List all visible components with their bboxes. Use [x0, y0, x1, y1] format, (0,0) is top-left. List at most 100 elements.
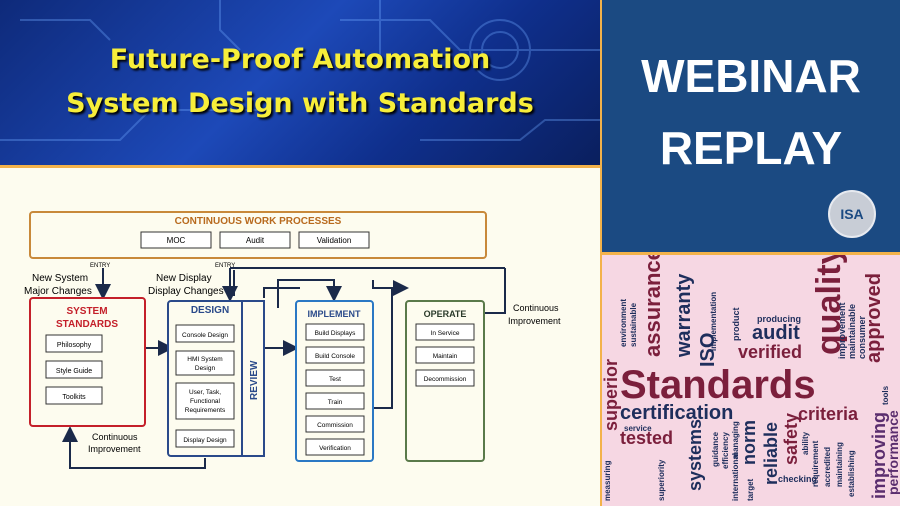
maintain-label: Maintain — [433, 353, 458, 360]
word-norm: norm — [739, 420, 759, 465]
work-processes-title: CONTINUOUS WORK PROCESSES — [175, 216, 342, 227]
word-superior: superior — [602, 358, 621, 431]
decommission-label: Decommission — [424, 376, 467, 383]
verification-label: Verification — [319, 445, 351, 452]
decommission-box — [415, 369, 475, 387]
entry-label-2: ENTRY — [215, 263, 235, 269]
webinar-replay-panel: WEBINAR REPLAY ISA — [602, 0, 900, 252]
commission-label: Commission — [317, 422, 353, 429]
style-guide-label: Style Guide — [56, 368, 92, 375]
requirements-label-1: User, Task, — [189, 389, 221, 396]
right-note-1: Continuous — [513, 303, 559, 313]
hmi-design-label-1: HMI System — [187, 356, 222, 363]
title-line-2: System Design with Standards — [66, 88, 534, 119]
implement-items: Build Displays Build Console Test Train … — [305, 323, 365, 456]
word-criteria: criteria — [798, 404, 859, 424]
system-standards-title-1: SYSTEM — [66, 306, 107, 317]
word-tested: tested — [620, 428, 674, 448]
left-note-2: Major Changes — [24, 286, 92, 297]
entry-label-1: ENTRY — [90, 263, 110, 269]
word-producing: producing — [757, 314, 801, 324]
word-improvement: improvement — [837, 302, 847, 359]
word-sustainable: sustainable — [629, 302, 638, 347]
isa-logo: ISA — [828, 190, 876, 238]
word-superiority: superiority — [657, 459, 666, 501]
word-target: target — [746, 478, 755, 501]
moc-box — [140, 231, 212, 249]
circuit-background — [0, 0, 600, 141]
webinar-title: Future-Proof Automation System Design wi… — [0, 38, 600, 126]
word-accredited: accredited — [823, 446, 832, 487]
operate-title: OPERATE — [424, 309, 467, 319]
word-performance: performance — [885, 410, 900, 495]
word-warranty: warranty — [673, 273, 695, 357]
test-label: Test — [329, 376, 341, 383]
requirements-box — [175, 382, 235, 420]
word-systems: systems — [685, 418, 705, 491]
right-note-2: Improvement — [508, 316, 561, 326]
bottom-note-2: Improvement — [88, 444, 141, 454]
left-note-1: New System — [32, 273, 88, 284]
lifecycle-diagram: CONTINUOUS WORK PROCESSES MOC Audit Vali… — [0, 168, 600, 506]
word-service: service — [624, 424, 652, 433]
standards-word-cloud: Standards quality assurance certificatio… — [602, 255, 900, 506]
word-audit: audit — [752, 322, 800, 344]
design-title: DESIGN — [191, 305, 229, 316]
implement-title: IMPLEMENT — [308, 309, 362, 319]
word-guidance: guidance — [711, 431, 720, 467]
mid-note-1: New Display — [156, 273, 212, 284]
word-certification: certification — [620, 402, 734, 424]
word-product: product — [731, 307, 741, 342]
hmi-design-box — [175, 350, 235, 376]
build-console-label: Build Console — [315, 353, 355, 360]
banner-line-1: WEBINAR — [641, 50, 861, 102]
word-measuring: measuring — [603, 460, 612, 501]
philosophy-box — [45, 334, 103, 353]
toolkits-box — [45, 386, 103, 405]
validation-label: Validation — [317, 236, 352, 245]
word-establishing: establishing — [847, 450, 856, 497]
display-design-label: Display Design — [183, 437, 227, 444]
word-consumer: consumer — [857, 315, 867, 359]
in-service-box — [415, 323, 475, 341]
word-checking: checking — [778, 474, 818, 484]
word-tools: tools — [881, 385, 890, 405]
word-maintaining: maintaining — [835, 442, 844, 487]
toolkits-label: Toolkits — [62, 394, 86, 401]
audit-box — [219, 231, 291, 249]
display-design-box — [175, 429, 235, 448]
word-ability: ability — [801, 431, 810, 455]
hmi-design-label-2: Design — [195, 365, 216, 372]
build-displays-label: Build Displays — [315, 330, 357, 337]
word-environment: environment — [619, 298, 628, 347]
system-standards-title-2: STANDARDS — [56, 319, 118, 330]
maintain-box — [415, 346, 475, 364]
lifecycle-diagram-svg: CONTINUOUS WORK PROCESSES MOC Audit Vali… — [24, 211, 561, 469]
console-design-label: Console Design — [182, 332, 228, 339]
moc-label: MOC — [167, 236, 186, 245]
word-assurance: assurance — [640, 255, 665, 357]
word-safety: safety — [781, 412, 801, 465]
requirements-label-2: Functional — [190, 398, 221, 405]
console-design-box — [175, 324, 235, 343]
title-banner: Future-Proof Automation System Design wi… — [0, 0, 600, 165]
bottom-note-1: Continuous — [92, 432, 138, 442]
validation-box — [298, 231, 370, 249]
word-maintainable: maintainable — [847, 303, 857, 359]
word-approved: approved — [863, 272, 885, 363]
review-bar — [241, 300, 265, 457]
philosophy-label: Philosophy — [57, 342, 92, 349]
title-line-1: Future-Proof Automation — [109, 44, 491, 75]
word-verified: verified — [738, 342, 803, 362]
mid-note-2: Display Changes — [148, 286, 224, 297]
requirements-label-3: Requirements — [185, 407, 226, 414]
word-implementation: implementation — [709, 291, 718, 351]
word-international: international — [731, 452, 740, 501]
word-efficiency: efficiency — [721, 432, 730, 469]
word-standards: Standards — [620, 363, 816, 407]
audit-label: Audit — [246, 236, 265, 245]
train-label: Train — [328, 399, 343, 406]
webinar-replay-heading: WEBINAR REPLAY — [602, 40, 900, 184]
review-label: REVIEW — [249, 360, 260, 400]
banner-line-2: REPLAY — [659, 122, 843, 174]
